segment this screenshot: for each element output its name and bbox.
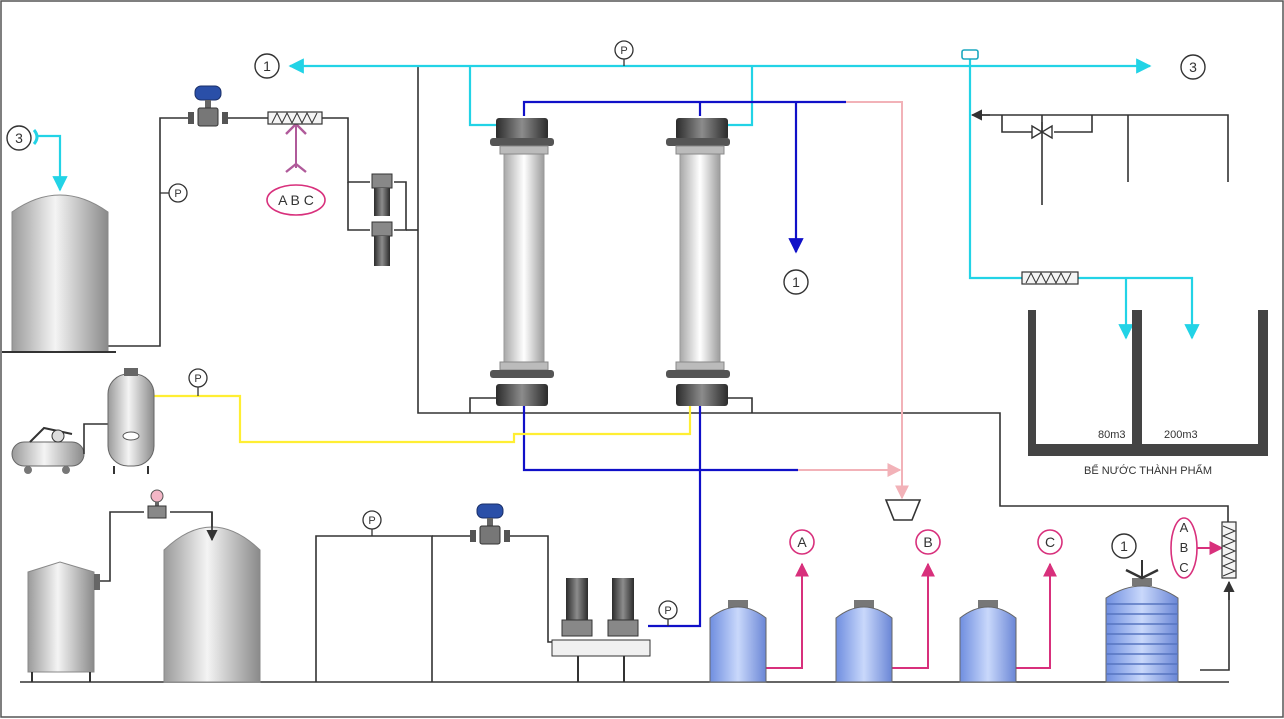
blue-lines xyxy=(522,100,846,628)
svg-text:C: C xyxy=(1045,534,1055,550)
marker-1-top-left: 1 xyxy=(254,53,280,79)
marker-3-top-right: 3 xyxy=(1180,54,1206,80)
flowmeter-bottom xyxy=(470,503,510,545)
chemical-tank-a xyxy=(709,600,767,683)
svg-text:P: P xyxy=(194,373,201,385)
svg-text:P: P xyxy=(368,515,375,527)
magenta-lines xyxy=(766,541,1224,669)
pressure-gauge-prefilter: P xyxy=(658,600,678,626)
marker-1-center: 1 xyxy=(783,269,809,295)
tank-label-80m3: 80m3 xyxy=(1098,429,1126,441)
marker-abc-horizontal: A B C xyxy=(266,184,326,216)
marker-3-left: 3 xyxy=(6,125,39,151)
cyan-lines xyxy=(38,58,1200,340)
marker-b: B xyxy=(915,529,941,555)
svg-text:B: B xyxy=(923,534,932,550)
svg-text:A: A xyxy=(797,534,807,550)
svg-text:P: P xyxy=(664,605,671,617)
svg-text:1: 1 xyxy=(1120,538,1128,554)
svg-text:A B C: A B C xyxy=(278,192,314,208)
product-water-tank xyxy=(1028,310,1268,456)
pressure-gauge-inlet: P xyxy=(160,183,188,203)
svg-text:C: C xyxy=(1179,560,1188,575)
air-line xyxy=(154,394,700,444)
flowmeter-top xyxy=(188,85,228,127)
tank-label-200m3: 200m3 xyxy=(1164,429,1198,441)
static-mixer-right xyxy=(1021,271,1079,285)
svg-text:1: 1 xyxy=(792,274,800,290)
pink-lines xyxy=(798,101,909,500)
air-receiver xyxy=(107,368,155,474)
svg-text:A: A xyxy=(1180,520,1189,535)
marker-c: C xyxy=(1037,529,1063,555)
static-mixer-vertical xyxy=(1221,521,1237,579)
drain-funnel xyxy=(884,499,922,521)
dosing-arrow-base xyxy=(285,162,307,173)
svg-text:P: P xyxy=(174,188,181,200)
bypass-valve xyxy=(1031,122,1053,140)
membrane-column-right xyxy=(666,118,730,406)
chemical-tank-b xyxy=(835,600,893,683)
static-mixer-top xyxy=(267,111,323,125)
cyan-sensor xyxy=(961,49,979,60)
marker-1-cleaning-tank: 1 xyxy=(1111,533,1137,559)
svg-text:3: 3 xyxy=(1189,59,1197,75)
pressure-gauge-top: P xyxy=(614,40,634,66)
product-tank-title: BỂ NƯỚC THÀNH PHẨM xyxy=(1084,464,1212,477)
air-compressor xyxy=(11,423,108,474)
raw-water-tank xyxy=(2,194,116,353)
small-feed-tank xyxy=(27,561,100,682)
cartridge-filters xyxy=(371,173,393,266)
svg-text:3: 3 xyxy=(15,130,23,146)
membrane-column-left xyxy=(490,118,554,406)
svg-text:1: 1 xyxy=(263,58,271,74)
large-feed-tank xyxy=(163,526,261,683)
cleaning-tank xyxy=(1105,560,1179,683)
svg-text:P: P xyxy=(620,45,627,57)
prefilter-skid xyxy=(551,578,651,682)
chemical-tank-c xyxy=(959,600,1017,683)
marker-a: A xyxy=(789,529,815,555)
feed-valve xyxy=(147,489,167,519)
svg-text:B: B xyxy=(1180,540,1189,555)
pressure-gauge-bottom: P xyxy=(362,510,382,536)
marker-abc-vertical: A B C xyxy=(1170,517,1198,579)
pressure-gauge-air: P xyxy=(188,368,208,396)
